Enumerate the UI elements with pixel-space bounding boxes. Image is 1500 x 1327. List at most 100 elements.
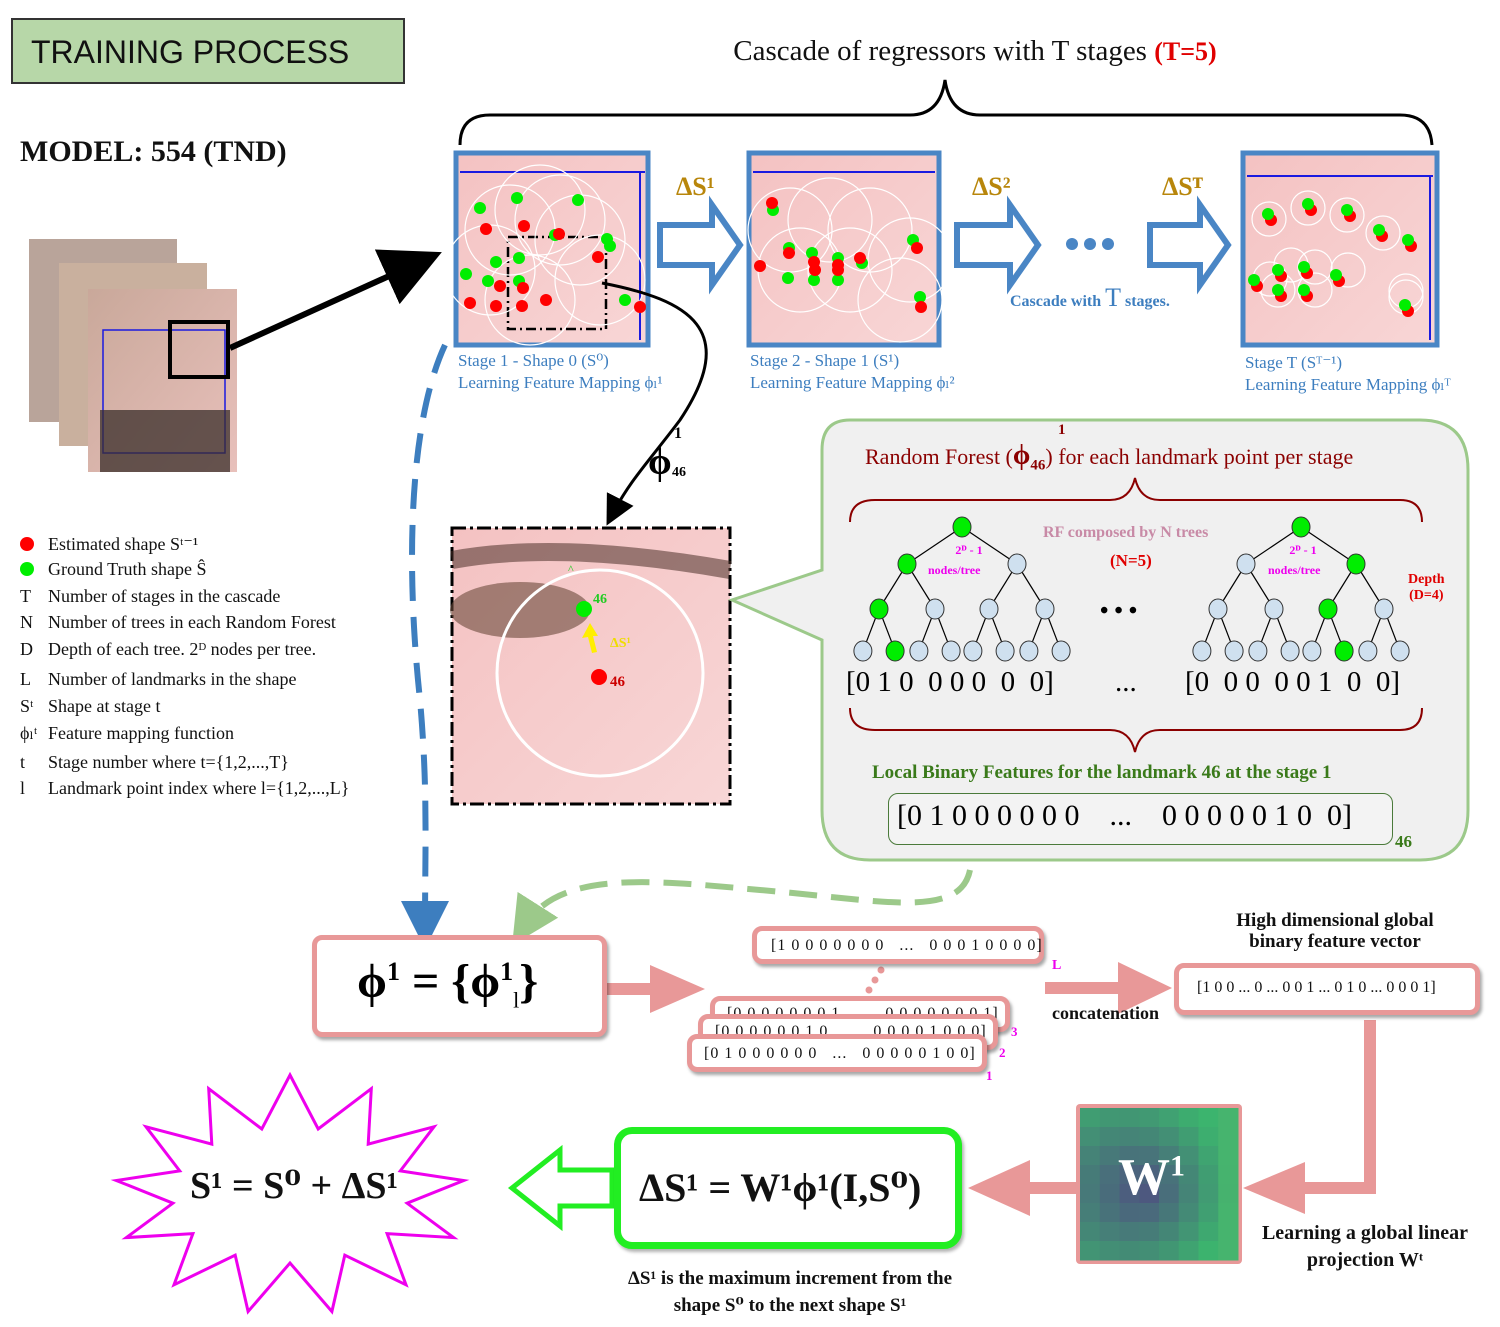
ground-truth-landmark <box>1402 234 1414 246</box>
ground-truth-landmark <box>1262 208 1274 220</box>
global-vector-title: High dimensional global binary feature v… <box>1190 910 1480 952</box>
tree-node-active <box>1334 640 1354 662</box>
tree2-nodes-bottom: nodes/tree <box>1268 563 1321 577</box>
legend-symbol: t <box>20 751 26 772</box>
legend-text: Estimated shape Sᵗ⁻¹ <box>48 533 199 554</box>
projection-caption: Learning a global linear projection Wᵗ <box>1240 1220 1490 1274</box>
ground-truth-landmark <box>1341 204 1353 216</box>
stage2-image <box>746 150 942 348</box>
ground-truth-landmark <box>490 256 502 268</box>
w-matrix-cell <box>1099 1203 1120 1223</box>
phi-arrow-sub: 46 <box>672 465 686 480</box>
zoom-patch <box>450 526 732 806</box>
w-matrix-cell <box>1099 1165 1120 1185</box>
rf-title-prefix: Random Forest ( <box>865 444 1013 469</box>
w-matrix-cell <box>1159 1146 1180 1166</box>
tree-node <box>1208 598 1228 620</box>
w-matrix-cell <box>1218 1241 1239 1261</box>
sampling-radius-ring <box>1330 252 1366 288</box>
cascade-arrow-3 <box>1147 195 1232 295</box>
w-matrix-cell <box>1159 1108 1180 1128</box>
w-matrix-cell <box>1080 1108 1101 1128</box>
ground-truth-landmark <box>619 294 631 306</box>
blue-dashed-arrow <box>401 343 450 949</box>
rf-vec-ellipsis: ... <box>1115 666 1137 698</box>
estimated-landmark <box>592 251 604 263</box>
sampling-radius-ring <box>484 254 576 346</box>
w-matrix-cell <box>1218 1184 1239 1204</box>
sampling-radius-ring <box>554 234 646 326</box>
tree-node-active <box>1318 598 1338 620</box>
stacked-vector-L: [1 0 0 0 0 0 0 0 ... 0 0 0 1 0 0 0 0] <box>752 926 1044 964</box>
ground-truth-landmark <box>513 252 525 264</box>
gt-landmark-label: 46 <box>593 592 607 607</box>
w-matrix-cell <box>1218 1127 1239 1147</box>
lbf-title: Local Binary Features for the landmark 4… <box>872 762 1332 783</box>
estimated-landmark <box>809 264 821 276</box>
tree-node-active <box>869 598 889 620</box>
tree-node <box>1224 640 1244 662</box>
stageT-caption-line2: Learning Feature Mapping ϕₗᵀ <box>1245 375 1451 394</box>
w-matrix-cell <box>1139 1184 1160 1204</box>
w-matrix-cell <box>1198 1146 1219 1166</box>
input-face-stack <box>29 239 237 472</box>
w-matrix-cell <box>1119 1146 1140 1166</box>
sampling-radius-ring <box>857 257 943 343</box>
tree-node <box>1051 640 1071 662</box>
model-label: MODEL: 554 (TND) <box>20 135 287 168</box>
tree-edge <box>1300 526 1357 565</box>
rf-top-brace <box>849 477 1423 523</box>
legend-item: N Number of trees in each Random Forest <box>20 609 336 635</box>
w-label-base: W <box>1118 1149 1170 1206</box>
phi-set-lhs: ϕ <box>357 955 387 1008</box>
w-matrix-cell <box>1139 1146 1160 1166</box>
legend-text: Number of trees in each Random Forest <box>48 611 336 632</box>
rf-composed-label: RF composed by N trees <box>1043 524 1209 541</box>
rf-title: Random Forest (ϕ46) for each landmark po… <box>865 440 1353 474</box>
legend-text: Landmark point index where l={1,2,...,L} <box>48 777 350 798</box>
phi-arrow-sup: 1 <box>674 425 682 442</box>
tree-node <box>1280 640 1300 662</box>
estimated-landmark <box>634 301 646 313</box>
w-matrix-cell <box>1099 1127 1120 1147</box>
cascade-param: (T=5) <box>1154 37 1217 66</box>
rf-title-suffix: ) for each landmark point per stage <box>1045 444 1354 469</box>
phi-set-close: } <box>519 955 539 1008</box>
lbf-sub: 46 <box>1395 832 1412 851</box>
stageT-caption: Stage T (Sᵀ⁻¹) Learning Feature Mapping … <box>1245 352 1451 396</box>
tree2-nodes-label: 2ᴰ - 1 <box>1278 543 1328 558</box>
ground-truth-landmark <box>782 272 794 284</box>
sampling-radius-ring <box>747 187 833 273</box>
tree1-leaf-vector: [0 1 0 0 0 0 0 0] <box>846 666 1054 698</box>
tree-node <box>1007 553 1027 575</box>
w-matrix-cell <box>1139 1203 1160 1223</box>
legend-symbol: N <box>20 611 33 632</box>
cascade-arrow-1 <box>657 195 744 295</box>
rf-bottom-brace <box>849 707 1423 753</box>
stage2-caption-line1: Stage 2 - Shape 1 (S¹) <box>750 351 900 370</box>
ground-truth-landmark <box>1302 198 1314 210</box>
global-vector-title-2: binary feature vector <box>1249 931 1421 952</box>
sampling-radius-ring <box>1365 215 1401 251</box>
ground-truth-landmark <box>832 274 844 286</box>
w-matrix-cell <box>1178 1127 1199 1147</box>
w-matrix-cell <box>1178 1241 1199 1261</box>
w-matrix-cell <box>1139 1241 1160 1261</box>
stacked-vector-L-text: [1 0 0 0 0 0 0 0 ... 0 0 0 1 0 0 0 0] <box>771 937 1043 954</box>
tree1-nodes-bottom: nodes/tree <box>928 563 981 577</box>
w-matrix-cell <box>1080 1222 1101 1242</box>
ground-truth-landmark <box>482 275 494 287</box>
w-matrix-cell <box>1159 1165 1180 1185</box>
tree-node <box>1248 640 1268 662</box>
cascade-note-T: T <box>1105 283 1121 312</box>
stage1-caption-line1: Stage 1 - Shape 0 (S⁰) <box>458 351 609 370</box>
ground-truth-landmark <box>460 268 472 280</box>
tree-1 <box>853 516 1071 662</box>
tree-node <box>963 640 983 662</box>
phi-arrow-base: ϕ <box>648 441 672 483</box>
phi-set-lhs-sup: 1 <box>386 957 400 986</box>
starburst-shape <box>110 1071 470 1315</box>
w-matrix-cell <box>1080 1165 1101 1185</box>
